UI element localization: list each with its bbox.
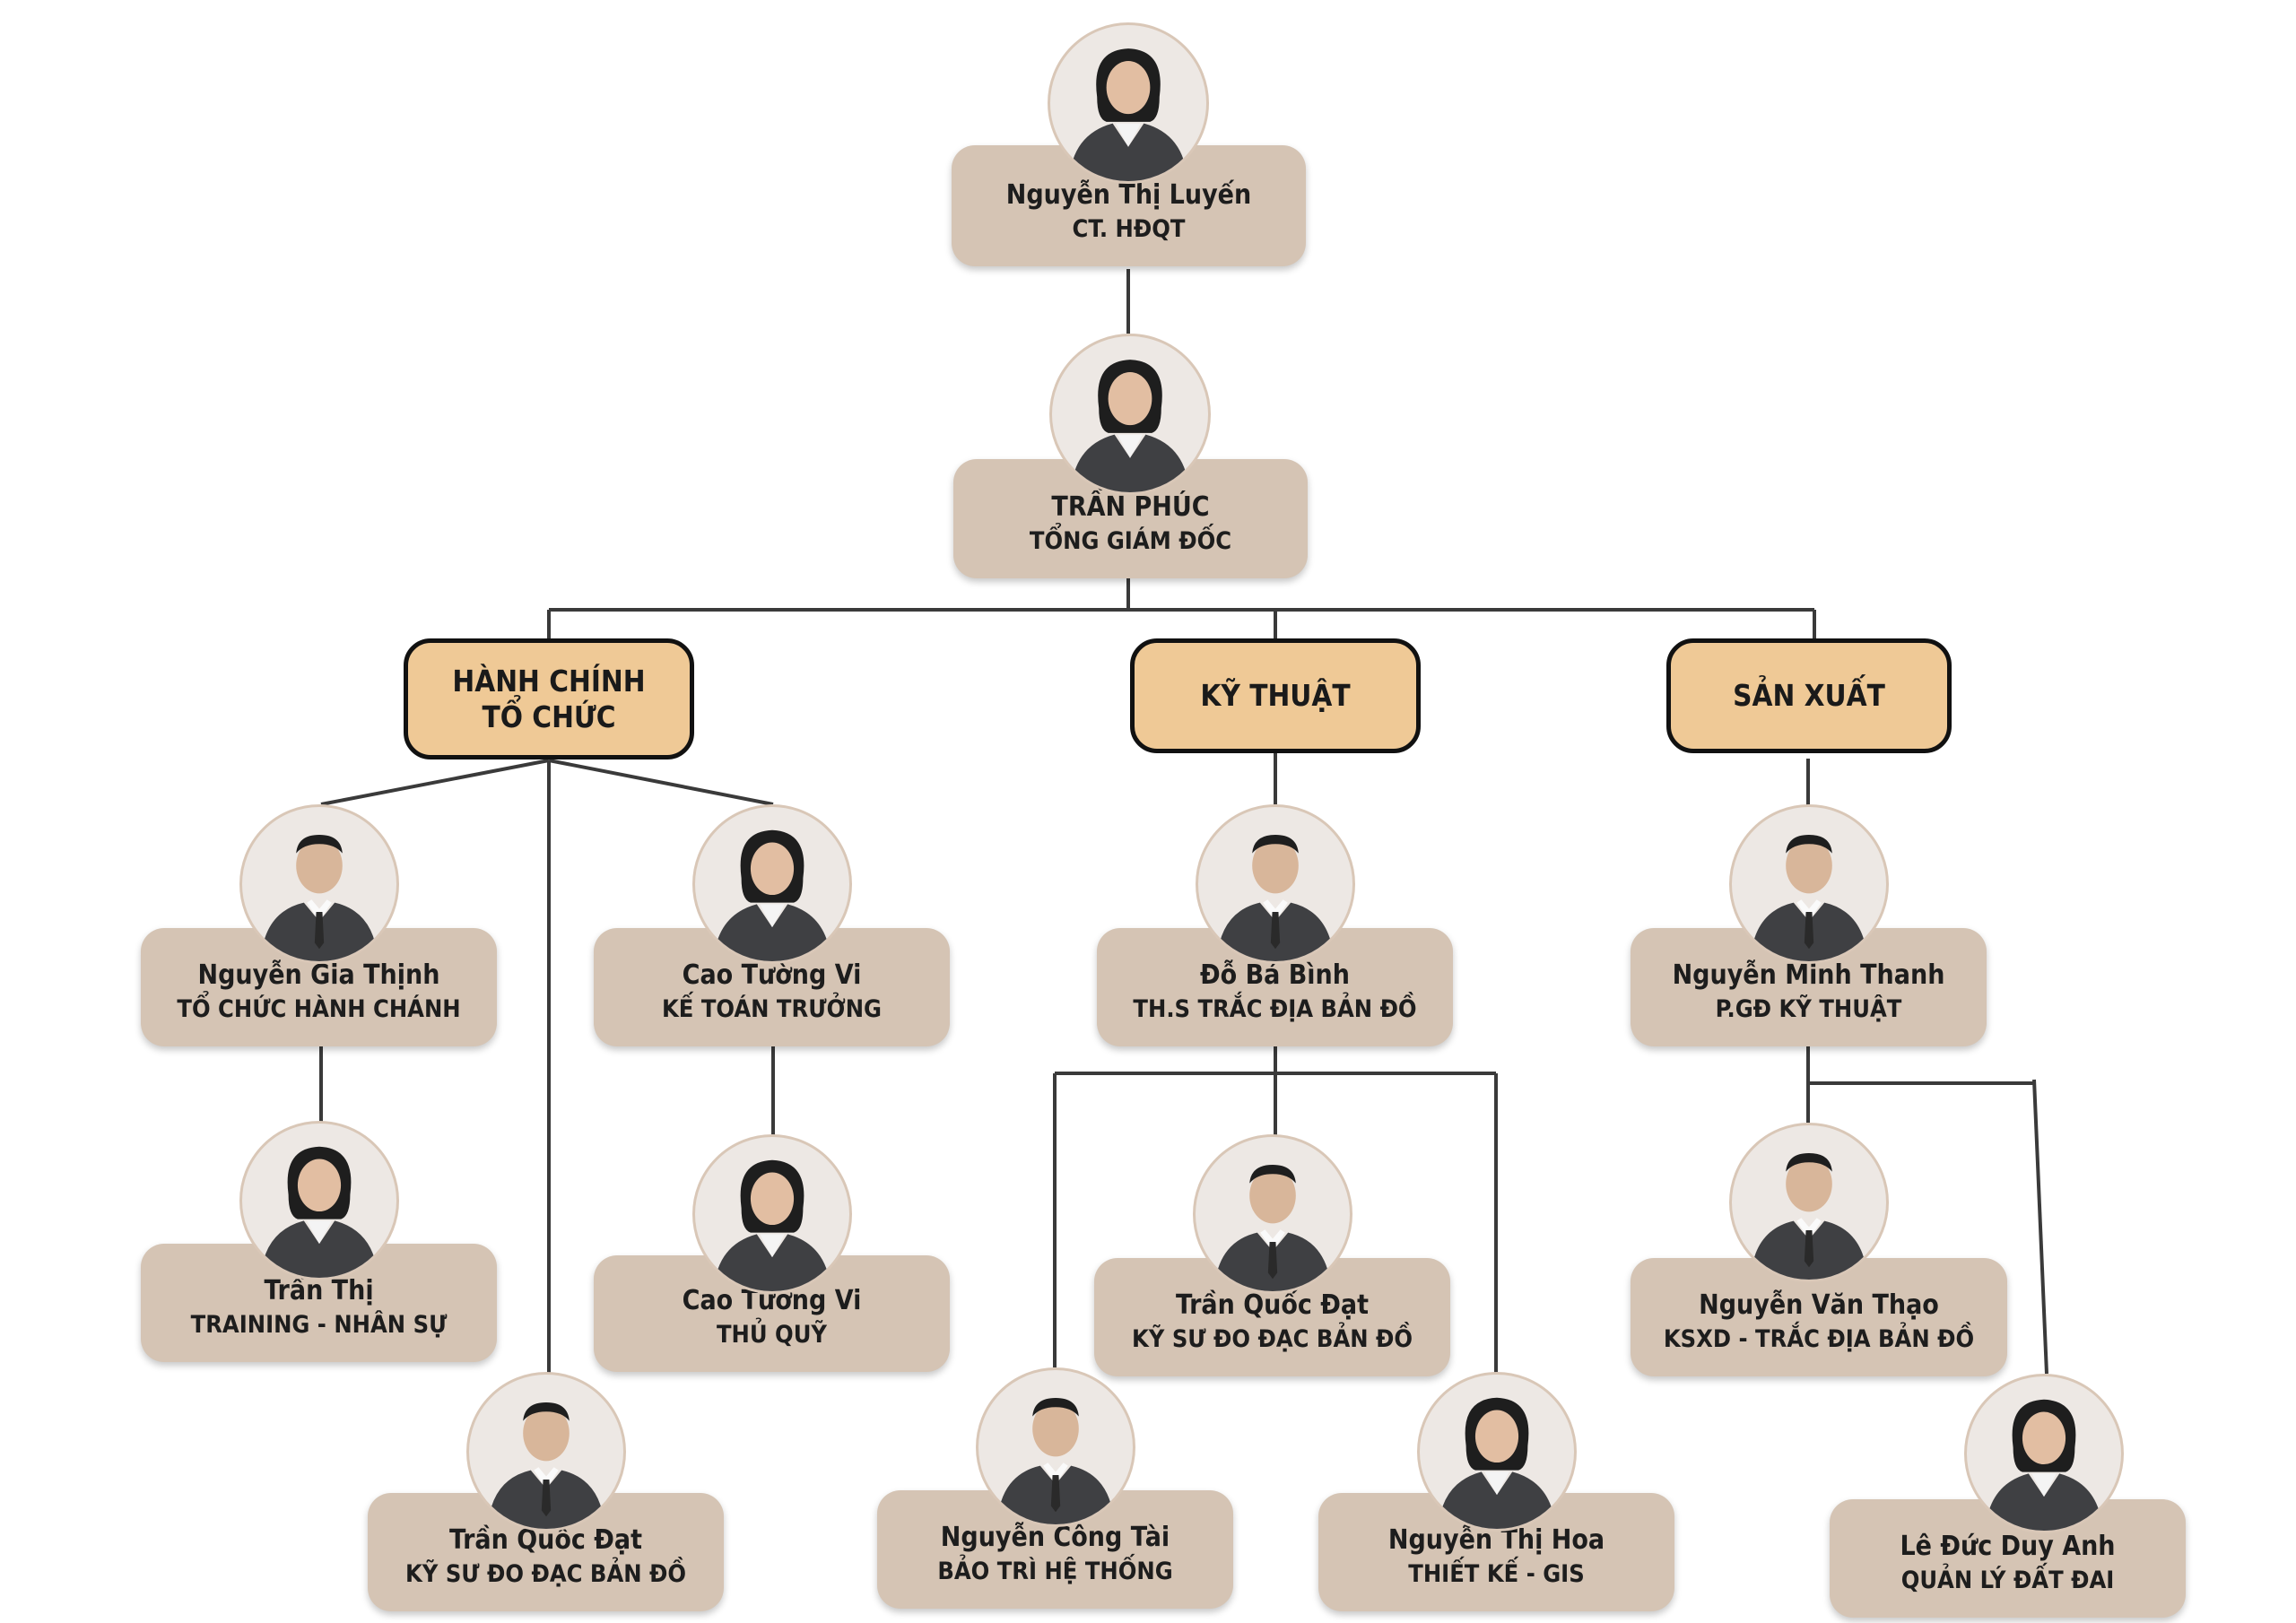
person-role: KỸ SƯ ĐO ĐẠC BẢN ĐỒ	[1131, 1325, 1413, 1353]
person-name: Đỗ Bá Bình	[1200, 959, 1350, 991]
person-role: KẾ TOÁN TRƯỞNG	[661, 995, 882, 1023]
person-role: KSXD - TRẮC ĐỊA BẢN ĐỒ	[1663, 1325, 1975, 1353]
person-name: Nguyễn Văn Thạo	[1699, 1289, 1939, 1321]
thanh-avatar	[1729, 804, 1889, 964]
person-name: Lê Đức Duy Anh	[1900, 1531, 2116, 1562]
thao-avatar	[1729, 1123, 1889, 1282]
tran-thi-avatar	[239, 1121, 399, 1280]
department-admin-line2: TỔ CHỨC	[482, 699, 616, 734]
duy-anh-avatar	[1964, 1374, 2124, 1533]
person-role: THIẾT KẾ - GIS	[1408, 1560, 1585, 1588]
person-role: TRAINING - NHÂN SỰ	[190, 1311, 448, 1339]
person-card-vi-2: Cao Tường Vi THỦ QUỸ	[594, 1255, 950, 1372]
chairman-role: CT. HĐQT	[1072, 215, 1186, 243]
dat-1-avatar	[466, 1372, 626, 1532]
person-name: Cao Tường Vi	[682, 959, 862, 991]
thinh-avatar	[239, 804, 399, 964]
person-name: Nguyễn Minh Thanh	[1672, 959, 1945, 991]
person-role: BẢO TRÌ HỆ THỐNG	[937, 1558, 1173, 1585]
ceo-name: TRẦN PHÚC	[1051, 491, 1210, 523]
person-role: TỔ CHỨC HÀNH CHÁNH	[177, 995, 461, 1023]
person-name: Nguyễn Gia Thịnh	[197, 959, 440, 991]
department-tech: KỸ THUẬT	[1130, 638, 1421, 753]
department-production: SẢN XUẤT	[1666, 638, 1952, 753]
person-card-duy-anh: Lê Đức Duy Anh QUẢN LÝ ĐẤT ĐAI	[1830, 1499, 2186, 1618]
binh-avatar	[1196, 804, 1355, 964]
hoa-avatar	[1417, 1372, 1577, 1532]
ceo-role: TỔNG GIÁM ĐỐC	[1029, 527, 1232, 555]
department-admin-line1: HÀNH CHÍNH	[452, 663, 646, 699]
ceo-avatar	[1049, 334, 1211, 495]
department-admin: HÀNH CHÍNH TỔ CHỨC	[404, 638, 694, 759]
department-tech-label: KỸ THUẬT	[1200, 678, 1351, 713]
person-role: QUẢN LÝ ĐẤT ĐAI	[1900, 1567, 2115, 1594]
vi-2-avatar	[692, 1134, 852, 1294]
chairman-name: Nguyễn Thị Luyến	[1005, 179, 1252, 211]
person-card-vi-1: Cao Tường Vi KẾ TOÁN TRƯỞNG	[594, 928, 950, 1046]
vi-1-avatar	[692, 804, 852, 964]
dat-2-avatar	[1193, 1134, 1352, 1294]
person-role: KỸ SƯ ĐO ĐẠC BẢN ĐỒ	[404, 1560, 687, 1588]
person-role: P.GĐ KỸ THUẬT	[1715, 995, 1902, 1023]
department-production-label: SẢN XUẤT	[1733, 678, 1885, 713]
person-name: Trần Quốc Đạt	[1175, 1289, 1370, 1321]
person-role: THỦ QUỸ	[716, 1321, 828, 1349]
tai-avatar	[976, 1367, 1135, 1527]
chairman-avatar	[1048, 22, 1209, 184]
person-role: TH.S TRẮC ĐỊA BẢN ĐỒ	[1133, 995, 1417, 1023]
